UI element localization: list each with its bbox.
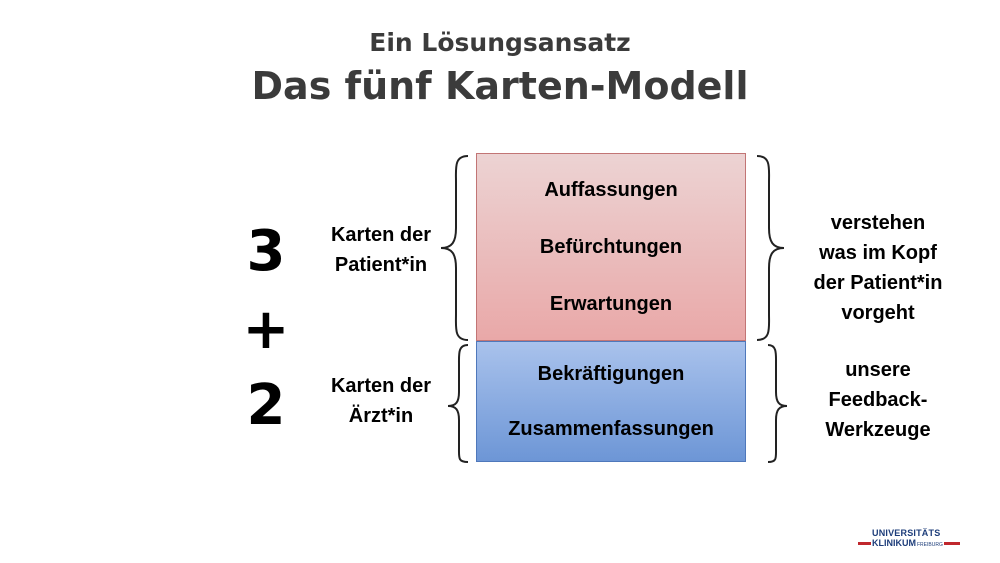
- plus-sign: +: [242, 297, 290, 362]
- card-befuerchtungen: Befürchtungen: [539, 235, 683, 258]
- patient-cards-box: Auffassungen Befürchtungen Erwartungen: [476, 153, 746, 341]
- right-brace-patient: [756, 155, 785, 341]
- logo-line1: UNIVERSITÄTS: [872, 528, 941, 538]
- doctor-cards-box: Bekräftigungen Zusammenfassungen: [476, 341, 746, 462]
- patient-cards-label: Karten der Patient*in: [318, 220, 444, 280]
- card-auffassungen: Auffassungen: [544, 179, 678, 202]
- patient-card-count: 3: [246, 219, 286, 284]
- patient-explanation-line2: was im Kopf: [819, 242, 937, 264]
- left-brace-doctor: [447, 344, 469, 463]
- university-hospital-logo: UNIVERSITÄTS KLINIKUMFREIBURG: [858, 528, 960, 550]
- doctor-cards-explanation: unsere Feedback- Werkzeuge: [798, 355, 958, 445]
- logo-klinikum: KLINIKUM: [872, 538, 916, 548]
- doctor-cards-label-line2: Ärzt*in: [348, 405, 414, 427]
- doctor-explanation-line3: Werkzeuge: [825, 419, 931, 441]
- card-erwartungen: Erwartungen: [549, 292, 673, 315]
- logo-freiburg: FREIBURG: [917, 542, 943, 548]
- left-brace-patient: [440, 155, 469, 341]
- patient-explanation-line1: verstehen: [830, 212, 926, 234]
- logo-bar-left: [858, 542, 871, 545]
- patient-explanation-line3: der Patient*in: [813, 272, 943, 294]
- logo-line2: KLINIKUMFREIBURG: [872, 538, 943, 548]
- logo-bar-right: [944, 542, 960, 545]
- patient-cards-label-line1: Karten der: [330, 224, 432, 246]
- card-zusammenfassungen: Zusammenfassungen: [508, 418, 714, 441]
- patient-cards-explanation: verstehen was im Kopf der Patient*in vor…: [798, 208, 958, 328]
- slide-title: Das fünf Karten-Modell: [251, 64, 749, 108]
- patient-explanation-line4: vorgeht: [841, 302, 915, 324]
- patient-cards-label-line2: Patient*in: [334, 254, 428, 276]
- slide-subtitle: Ein Lösungsansatz: [369, 28, 631, 57]
- doctor-cards-label-line1: Karten der: [330, 375, 432, 397]
- doctor-card-count: 2: [246, 373, 286, 438]
- doctor-cards-label: Karten der Ärzt*in: [318, 371, 444, 431]
- doctor-explanation-line2: Feedback-: [828, 389, 928, 411]
- card-bekraeftigungen: Bekräftigungen: [537, 362, 685, 385]
- doctor-explanation-line1: unsere: [845, 359, 911, 381]
- right-brace-doctor: [767, 344, 788, 463]
